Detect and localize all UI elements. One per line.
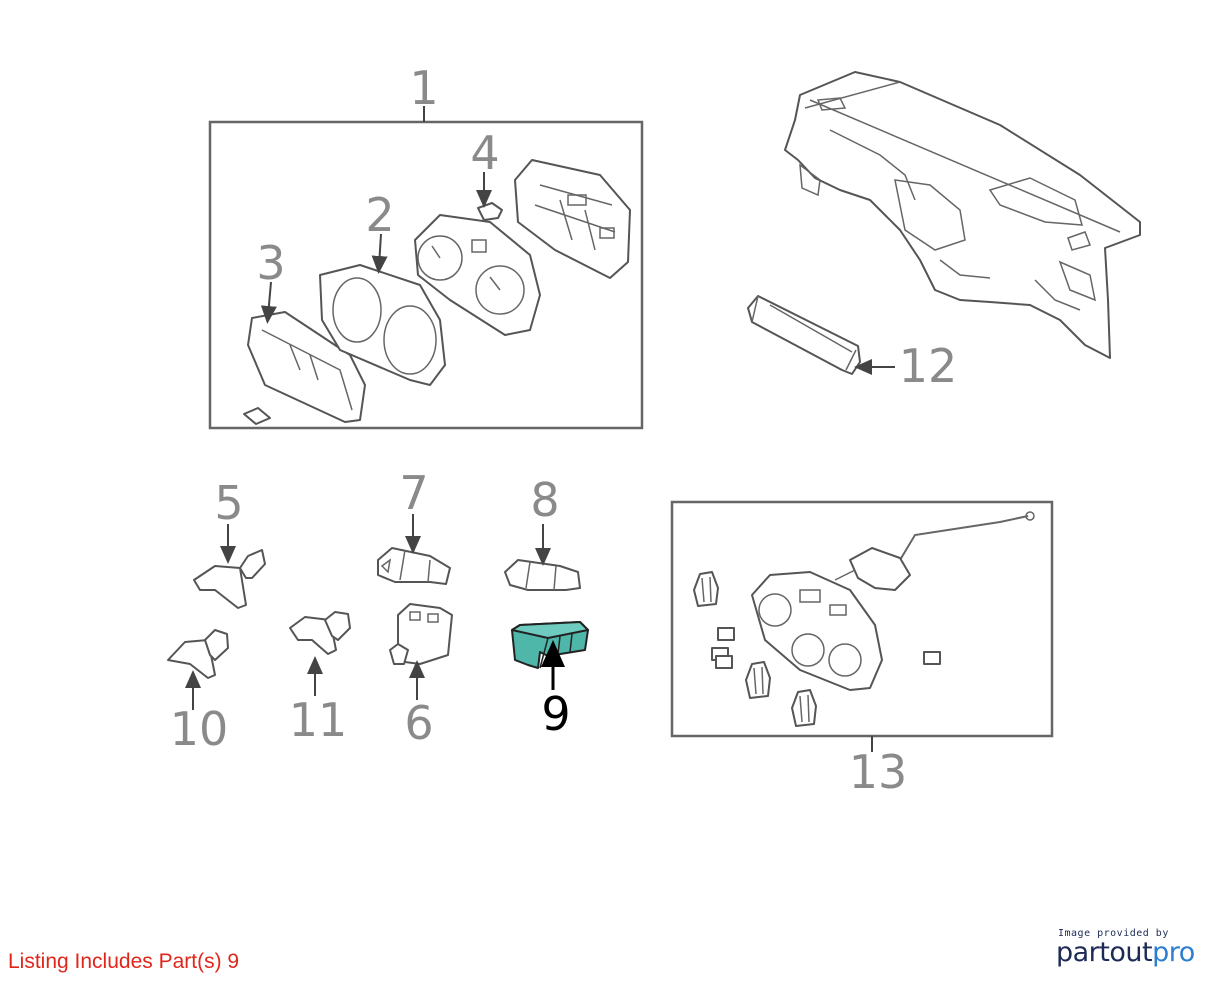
callout-6: 6 [404,696,433,750]
listing-includes-text: Listing Includes Part(s) 9 [8,950,240,973]
switch-part-9-highlighted [511,621,589,669]
callout-13: 13 [849,745,908,799]
knob-middle [745,661,771,699]
callout-7: 7 [399,466,428,520]
callout-1: 1 [409,61,438,115]
callout-9: 9 [541,687,570,741]
credit-caption: Image provided by [1058,928,1169,939]
arrow-3 [260,281,277,324]
switch-part-8 [504,559,581,591]
callout-10: 10 [170,702,229,756]
callout-2: 2 [365,188,394,242]
button-small-4 [923,651,941,665]
button-small-1 [717,627,735,641]
switch-part-10 [167,629,229,679]
logo-text-partout: partout [1056,937,1153,968]
switch-part-6 [389,603,453,665]
callout-8: 8 [530,473,559,527]
group-1-frame [208,120,644,430]
arrow-2 [371,233,388,274]
circuit-board [514,159,631,279]
climate-control-group [670,500,1054,752]
switch-part-5 [193,549,266,609]
button-small-3 [715,655,733,669]
knob-left [693,571,719,607]
callout-11: 11 [289,693,348,747]
bulb-part-4 [477,202,503,221]
callout-4: 4 [470,126,499,180]
switch-part-7 [377,547,451,585]
logo-text-pro: pro [1152,937,1195,968]
cluster-lens-part-3 [243,311,366,425]
partoutpro-logo: partoutpro [1056,937,1206,968]
glovebox-part-12 [747,295,861,375]
image-credit: Image provided by partoutpro [1056,928,1206,968]
knob-bottom [791,689,817,727]
group-13-frame [670,500,1054,738]
control-unit [751,571,883,691]
callout-3: 3 [256,236,285,290]
callout-5: 5 [214,476,243,530]
dashboard-panel [784,71,1141,359]
gauge-face [414,214,541,336]
callout-12: 12 [899,339,958,393]
instrument-cluster-group [208,106,644,430]
switch-part-11 [289,611,351,655]
cluster-housing-part-2 [319,264,446,386]
